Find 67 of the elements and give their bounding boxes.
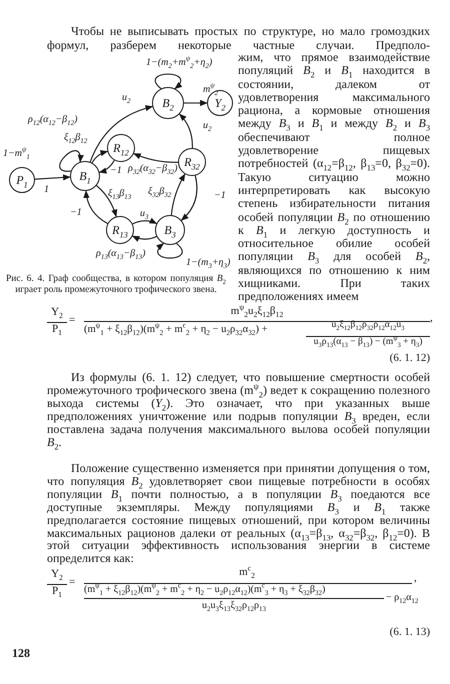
arrow [170, 173, 186, 216]
formula-term: − ρ$_{12}$α$_{12}$ [386, 592, 420, 604]
arrow [180, 176, 198, 221]
graph-node-circle [107, 134, 135, 162]
arrow [59, 150, 84, 172]
formula-term: m$^{ψ}$$_{2}$u$_{2}$ξ$_{12}$β$_{12}$ [230, 305, 284, 318]
node-label: Y$_{2}$ [214, 96, 226, 110]
node-label: R$_{12}$ [113, 140, 129, 156]
edge-label: u$_{2}$ [203, 120, 212, 131]
page-number: 128 [12, 646, 31, 660]
node-label: R$_{32}$ [184, 154, 200, 170]
edge-label: −1 [110, 165, 122, 176]
paragraph: Из формулы (6. 1. 12) следует, что повышение смертности особей промежуточного трофического звена (m$^{ψ}$$_{2}$) ведет к сокращению полезного выхода системы (Y$_{2}$). Это означает, что при указанных выше предположениях уничтожение или подрыв популяции B$_{3}$ вреден, если поставлена задача получения максимального вылова особей популяции B$_{2}$. [47, 371, 430, 448]
formula-term: (m$^{ψ}$$_{1}$ + ξ$_{12}$β$_{12}$)(m$^{ψ}$$_{2}$ + m$^{c}$$_{2}$ + η$_{2}$ − u$_{2}$ρ$_{12}$α$_{12}$)(m$^{c}$$_{3}$ + η$_{3}$ + ξ$_{32}$β$_{32}$) [84, 584, 326, 596]
formula-term: P$_{1}$ [51, 323, 63, 336]
graph-node-circle [152, 87, 184, 119]
edge-label: −1 [214, 190, 226, 201]
node-label: P$_{1}$ [16, 172, 28, 188]
edge-label: ξ$_{13}$β$_{13}$ [108, 188, 132, 199]
edge-label: u$_{3}$ [140, 208, 148, 219]
formula-term: u$_{2}$u$_{3}$ξ$_{13}$ξ$_{32}$ρ$_{12}$ρ$_{13}$ [201, 600, 267, 612]
formula-term: = [69, 576, 76, 590]
arrow [156, 242, 183, 259]
arrow [178, 114, 193, 148]
graph-node-circle [155, 215, 185, 245]
formula-term: (m$^{ψ}$$_{1}$ + ξ$_{12}$β$_{12}$)(m$^{ψ}$$_{2}$ + m$^{c}$$_{2}$ + η$_{2}$ − u$_{2}$ρ$_{32}$α$_{32}$) + [84, 324, 269, 337]
arrow [132, 236, 157, 242]
edge-label: 1−(m$_{2}$+m$^{ψ}$$_{2}$+η$_{2}$) [146, 57, 212, 68]
equation-number: (6. 1. 12) [388, 352, 430, 366]
arrow [92, 150, 108, 164]
formula-term: Y$_{2}$ [50, 306, 64, 320]
node-label: B$_{2}$ [162, 96, 174, 110]
graph-node-circle [70, 161, 100, 191]
edge-label: 1−(m$_{3}$+η$_{3}$) [186, 257, 230, 268]
edge-label: ρ$_{12}$(α$_{12}$−β$_{12}$) [28, 114, 78, 125]
graph-node-circle [106, 216, 134, 244]
arrow [98, 160, 115, 174]
formula-term: P$_{1}$ [51, 585, 63, 598]
formula-term: Y$_{2}$ [50, 568, 64, 582]
figure-caption: Рис. 6. 4. Граф сообщества, в котором популяция B$_{2}$ играет роль промежуточного трофического звена. [6, 274, 226, 296]
arrow [132, 218, 158, 224]
node-label: B$_{3}$ [164, 222, 176, 238]
graph-label: u$_{2}$ [122, 92, 130, 103]
edge-label: ρ$_{32}$(α$_{32}$−β$_{32}$) [128, 163, 178, 174]
arrow [154, 74, 182, 90]
arrow [96, 185, 118, 218]
edge-label: ξ$_{12}$β$_{12}$ [64, 132, 88, 143]
graph-node-circle [9, 167, 35, 193]
edge-label: −1 [70, 207, 82, 218]
arrow [90, 105, 154, 162]
edge-label: ξ$_{32}$β$_{32}$ [148, 186, 172, 197]
arrow [184, 100, 208, 106]
paragraph: Положение существенно изменяется при принятии допущения о том, что популяция B$_{2}$ удовлетворяет свои пищевые потребности в особях популяции B$_{1}$ почти полностью, а в популяции B$_{3}$ поедаются все доступные экземпляры. Между популяциями B$_{3}$ и B$_{1}$ также предполагается состояние пищевых отношений, при котором величины максимальных рационов далеки от реальных (α$_{13}$=β$_{13}$, α$_{32}$=β$_{32}$, β$_{12}$=0). В этой ситуации эффективность использования энергии в системе определится как: [47, 462, 430, 566]
formula-term: , [414, 572, 418, 586]
formula-term: , [430, 312, 434, 326]
equation-number: (6. 1. 13) [388, 626, 430, 640]
graph-node-circle [178, 148, 206, 176]
formula-term: = [69, 314, 76, 328]
arrow [34, 174, 71, 180]
arrow [84, 190, 108, 224]
node-label: B$_{1}$ [79, 168, 91, 184]
paragraph: жим, что прямое взаимодействие популяций B$_{2}$ и B$_{1}$ находится в состоянии, далеком от удовлетворения максимального рациона, а кормовые отношения между B$_{3}$ и B$_{1}$ и между B$_{2}$ и B$_{3}$ обеспечивают полное удовлетворение пищевых потребностей (α$_{12}$=β$_{12}$, β$_{13}$=0, β$_{32}$=0). Такую ситуацию можно интерпретировать как высокую степень избирательности питания особей популяции B$_{2}$ по отношению к B$_{1}$ и легкую доступность и относительное обилие особей популяции B$_{3}$ для особей B$_{2}$, являющихся по отношению к ним хищниками. При таких предположениях имеем [238, 51, 430, 304]
arrow [133, 153, 178, 163]
edge-label: ρ$_{13}$(α$_{13}$−β$_{13}$) [96, 248, 146, 259]
node-label: R$_{13}$ [112, 222, 128, 238]
edge-label: 1 [44, 184, 49, 195]
graph-node-circle [207, 90, 233, 116]
